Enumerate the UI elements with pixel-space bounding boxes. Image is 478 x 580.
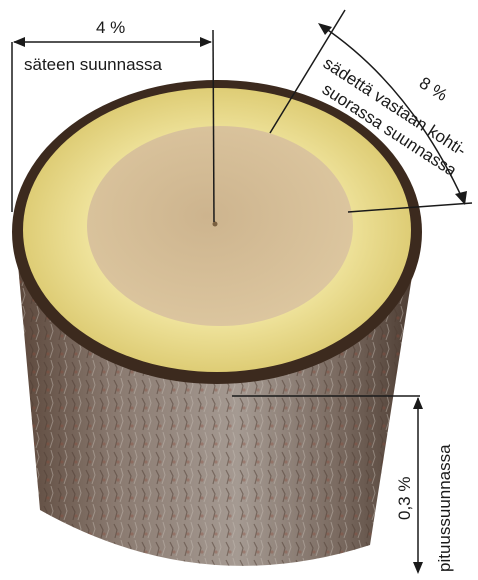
log-end-face [12, 80, 422, 384]
radial-arrowhead-left [13, 37, 25, 47]
tangential-arrowhead-top [318, 23, 332, 35]
longitudinal-arrowhead-bottom [413, 562, 423, 574]
radial-pointer-line [213, 30, 214, 222]
pith [213, 222, 218, 227]
longitudinal-arrowhead-top [413, 397, 423, 409]
radial-arrowhead-right [200, 37, 212, 47]
longitudinal-label: pituussuunnassa [435, 444, 454, 572]
heartwood-core [87, 126, 353, 326]
longitudinal-percent: 0,3 % [395, 477, 414, 520]
radial-percent: 4 % [96, 18, 125, 37]
radial-label: säteen suunnassa [24, 55, 163, 74]
tangential-percent: 8 % [416, 73, 451, 105]
